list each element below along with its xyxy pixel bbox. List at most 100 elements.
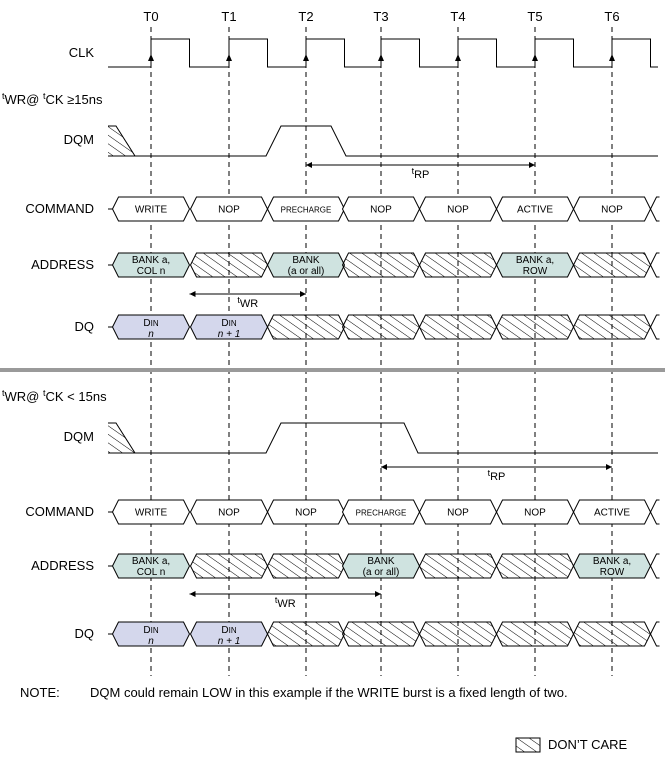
section1-trp-label: tRP [412,166,430,181]
section2-command-label-0: WRITE [135,508,168,519]
section2-trp-arrow-left [381,464,387,470]
section2-address-cell-0 [111,553,191,579]
section2-dq-cell-0 [111,621,191,647]
section2-address-label-0-l2: COL n [137,567,166,578]
clk-edge-arrow-5 [532,54,538,61]
clk-label: CLK [69,45,95,60]
section1-command-label-6: NOP [601,205,623,216]
section1-trp-arrow-left [306,162,312,168]
section2-dqm-label: DQM [64,429,94,444]
section2-twr-arrow-left [189,591,196,597]
section1-dqm-label: DQM [64,132,94,147]
dont-care-swatch [515,737,541,753]
section1-address-label: ADDRESS [31,257,94,272]
note-label: NOTE: [20,685,60,700]
clk-edge-arrow-4 [455,54,461,61]
section1-address-label-0-l2: COL n [137,266,166,277]
section2-dq-label: DQ [75,626,95,641]
section1-command-tail [649,196,660,222]
section1-dq-cell-6 [572,314,652,340]
section2-address-label-3-l2: (a or all) [363,567,400,578]
section1-command-label-0: WRITE [135,205,168,216]
clock-label-6: T6 [604,9,619,24]
clock-label-3: T3 [373,9,388,24]
section1-dqm-waveform [108,125,658,157]
section1-address-label-2-l1: BANK [292,255,320,266]
section2-command-label-4: NOP [447,508,469,519]
section2-command-label-1: NOP [218,508,240,519]
section1-command-cell-0 [111,196,191,222]
section2-dqm-dont-care [108,423,135,453]
section1-address-label-5-l2: ROW [523,266,548,277]
section2-address-label-6-l2: ROW [600,567,625,578]
clk-waveform [108,38,658,68]
clock-label-1: T1 [221,9,236,24]
section2-dq-cell-3 [341,621,421,647]
section2-address-label: ADDRESS [31,558,94,573]
section2-dq-label-0-l1: DIN [143,625,158,636]
section1-address-tail [649,252,660,278]
section2-address-cell-5 [495,553,575,579]
section1-address-cell-3 [341,252,421,278]
clock-label-2: T2 [298,9,313,24]
section1-dq-label: DQ [75,319,95,334]
section-divider [0,368,665,372]
section1-command-label-5: ACTIVE [517,205,553,216]
section1-dqm-start-edge [108,125,136,157]
section2-address-cell-2 [266,553,346,579]
section1-dq-label-0-l2: n [148,329,154,340]
section2-command-label: COMMAND [25,504,94,519]
section1-command-label: COMMAND [25,201,94,216]
clock-label-5: T5 [527,9,542,24]
section2-command-label-3: PRECHARGE [356,509,407,518]
clock-label-4: T4 [450,9,465,24]
section1-address-cell-6 [572,252,652,278]
section1-dq-cell-4 [418,314,498,340]
section2-dq-label-0-l2: n [148,636,154,647]
note-text: DQM could remain LOW in this example if … [90,685,568,700]
section2-dqm-start-edge [108,422,136,454]
section1-command-label-1: NOP [218,205,240,216]
section2-command-tail [649,499,660,525]
section1-dq-cell-2 [266,314,346,340]
section2-twr-label: tWR [275,595,296,610]
section2-dqm-waveform [108,422,658,454]
section2-address-cell-1 [189,553,269,579]
section1-command-label-3: NOP [370,205,392,216]
clk-edge-arrow-6 [609,54,615,61]
section2-dq-label-1-l2: n + 1 [218,636,241,647]
section1-dq-cell-5 [495,314,575,340]
section2-command-cell-0 [111,499,191,525]
section1-dq-cell-0 [111,314,191,340]
section2-dq-tail [649,621,660,647]
section1-twr-label: tWR [237,295,258,310]
section1-dq-cell-3 [341,314,421,340]
section2-address-label-0-l1: BANK a, [132,556,170,567]
clk-edge-arrow-0 [148,54,154,61]
section2-command-label-2: NOP [295,508,317,519]
section1-command-label-2: PRECHARGE [281,206,332,215]
section2-command-label-5: NOP [524,508,546,519]
section1-address-label-5-l1: BANK a, [516,255,554,266]
clk-edge-arrow-3 [378,54,384,61]
clk-edge-arrow-2 [303,54,309,61]
section2-trp-arrow-right [606,464,612,470]
section1-twr-arrow-right [300,291,306,297]
section1-address-label-0-l1: BANK a, [132,255,170,266]
section1-address-cell-1 [189,252,269,278]
section2-address-cell-4 [418,553,498,579]
section2-dq-cell-2 [266,621,346,647]
clock-label-0: T0 [143,9,158,24]
legend-dont-care-label: DON’T CARE [548,737,628,752]
section2-address-label-6-l1: BANK a, [593,556,631,567]
section1-dq-tail [649,314,660,340]
section1-condition: tWR@ tCK ≥15ns [2,91,103,107]
section2-command-label-6: ACTIVE [594,508,630,519]
section1-command-label-4: NOP [447,205,469,216]
section1-address-cell-4 [418,252,498,278]
section2-trp-label: tRP [488,468,506,483]
section2-dq-label-1-l1: DIN [221,625,236,636]
section1-twr-arrow-left [189,291,196,297]
section1-dqm-dont-care [108,126,135,156]
